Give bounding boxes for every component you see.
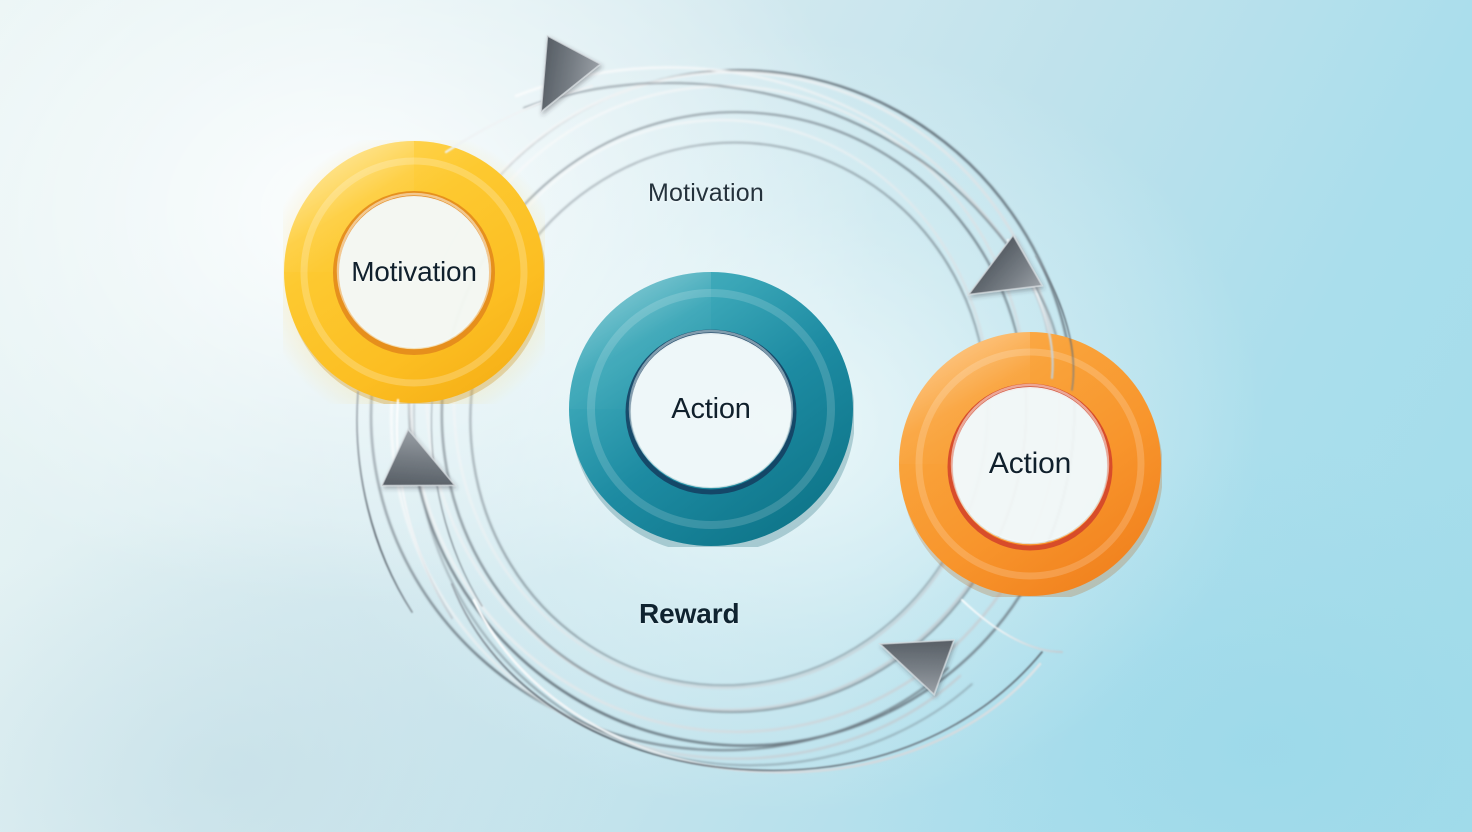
front-strand-left-c — [430, 401, 483, 607]
orbit-strand-lower-left-c — [413, 403, 973, 767]
action-right-ring-shape — [898, 331, 1162, 597]
node-action-right[interactable]: Action — [898, 331, 1162, 597]
node-action-center[interactable]: Action — [568, 271, 854, 547]
arrow-bottom-right-icon — [878, 639, 956, 696]
front-strand-left-b — [395, 398, 454, 620]
front-strand-left-a — [356, 391, 413, 613]
orbit-strand-lower-left-b — [390, 396, 962, 760]
node-motivation[interactable]: Motivation — [283, 140, 545, 404]
action-center-ring-shape — [568, 271, 854, 547]
arrow-left-icon — [380, 427, 457, 487]
front-strand-bottom-a — [472, 598, 1042, 774]
arrow-top-icon — [540, 34, 602, 114]
front-strand-right-c — [960, 598, 1064, 654]
arrow-right-icon — [966, 233, 1044, 296]
front-strand-bottom-b — [451, 583, 1043, 772]
motivation-ring-shape — [283, 140, 545, 404]
background-glow-bottom-left — [0, 515, 619, 832]
front-strand-top-left — [444, 84, 594, 154]
front-strand-right-b — [1035, 255, 1075, 391]
